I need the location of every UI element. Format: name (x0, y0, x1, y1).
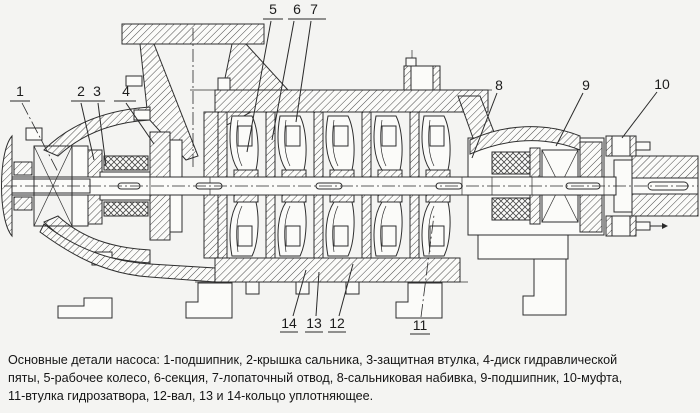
leader-line (295, 20, 312, 123)
flange-bolt (125, 75, 143, 87)
casing-bottom-band (214, 257, 461, 283)
leader-line (97, 102, 107, 167)
callout-5: 5 (246, 1, 283, 153)
bottom-transition (39, 223, 216, 283)
svg-text:5: 5 (269, 1, 277, 17)
callout-1: 1 (10, 83, 59, 173)
callout-10: 10 (621, 76, 670, 139)
foot-left (57, 297, 113, 319)
left-bearing-housing (1, 75, 151, 266)
casing-sections (39, 50, 533, 295)
figure-caption: Основные детали насоса: 1-подшипник, 2-к… (8, 351, 698, 405)
stud-nut (345, 281, 360, 295)
svg-text:6: 6 (293, 1, 301, 17)
packing-lower (103, 201, 149, 217)
foot-mid-right (395, 282, 443, 319)
callout-8: 8 (471, 77, 503, 159)
callout-9: 9 (555, 77, 590, 147)
caption-line-2: пяты, 5-рабочее колесо, 6-секция, 7-лопа… (8, 371, 623, 385)
callout-13: 13 (305, 271, 323, 333)
packing-upper-right (491, 151, 531, 175)
foot-right (522, 258, 567, 316)
leader-line (471, 92, 498, 159)
svg-text:1: 1 (16, 83, 24, 99)
support-feet (57, 258, 567, 319)
pump-cross-section-drawing: 1 2 3 4 5 6 7 (1, 1, 699, 335)
leader-line (80, 102, 95, 161)
callout-2: 2 (71, 83, 95, 161)
hub-upper (631, 155, 699, 179)
callout-12: 12 (328, 263, 354, 333)
leader-line (555, 92, 584, 147)
svg-text:12: 12 (329, 315, 345, 331)
svg-text:8: 8 (495, 77, 503, 93)
leader-line (338, 263, 354, 317)
leader-line (315, 271, 320, 317)
svg-text:13: 13 (306, 315, 322, 331)
leader-line (621, 91, 658, 139)
pump-drawing-area: 1 2 3 4 5 6 7 (1, 1, 699, 335)
callout-11: 11 (410, 214, 435, 335)
coupling-bolt-bottom (605, 215, 668, 237)
leader-line (271, 20, 295, 141)
svg-text:11: 11 (413, 317, 428, 333)
foot-mid-left (185, 282, 233, 319)
leader-line (246, 20, 272, 153)
svg-text:7: 7 (310, 1, 318, 17)
callout-4: 4 (114, 83, 155, 145)
stud-nut (245, 281, 260, 295)
housing-base (477, 234, 569, 260)
packing-upper (103, 155, 149, 171)
callout-7: 7 (295, 1, 326, 123)
leader-line (292, 269, 307, 317)
caption-line-1: Основные детали насоса: 1-подшипник, 2-к… (8, 353, 618, 367)
svg-text:2: 2 (77, 83, 85, 99)
callout-14: 14 (280, 269, 307, 333)
caption-line-3: 11-втулка гидрозатвора, 12-вал, 13 и 14-… (8, 389, 374, 403)
svg-text:10: 10 (654, 76, 670, 92)
packing-lower-right (491, 197, 531, 221)
hub-lower (631, 193, 699, 217)
tie-bolt (217, 77, 231, 91)
svg-text:4: 4 (122, 83, 130, 99)
svg-text:3: 3 (93, 83, 101, 99)
vent-fitting (403, 50, 441, 91)
coupling-bolt-top (605, 135, 651, 157)
svg-text:14: 14 (281, 315, 297, 331)
callouts: 1 2 3 4 5 6 7 (10, 1, 670, 335)
callout-3: 3 (89, 83, 107, 167)
leader-line (21, 102, 59, 173)
leader-line (125, 102, 155, 145)
callout-6: 6 (271, 1, 306, 141)
svg-text:9: 9 (582, 77, 590, 93)
leader-line (420, 214, 435, 318)
